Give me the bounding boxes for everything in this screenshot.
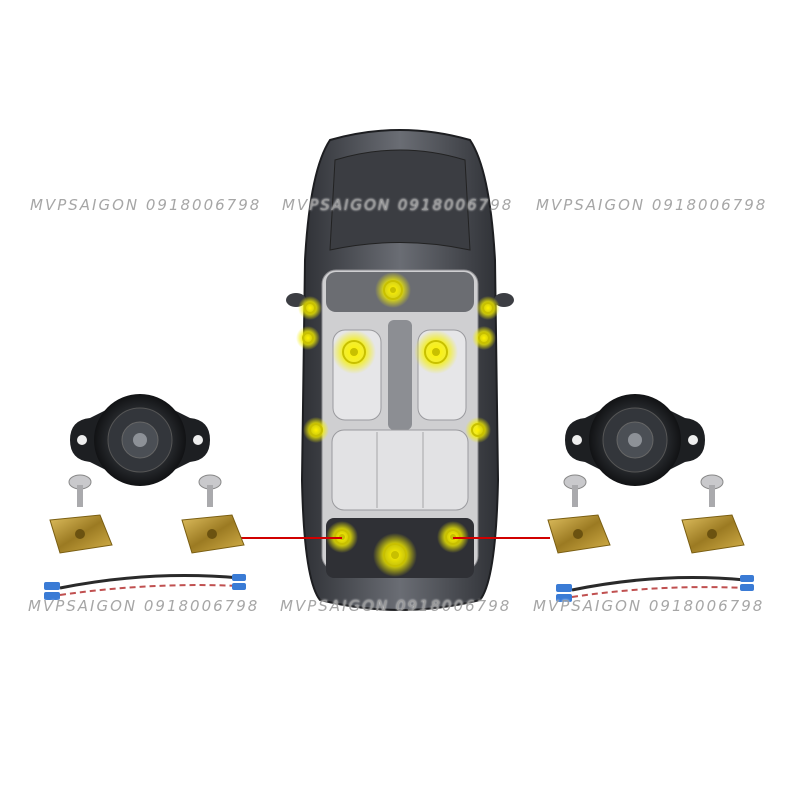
watermark-top-center: MVPSAIGON 0918006798 xyxy=(282,196,514,214)
watermark-bottom-left: MVPSAIGON 0918006798 xyxy=(28,597,260,615)
clip-right-2 xyxy=(681,514,745,554)
wire-harness-left xyxy=(44,574,246,600)
watermark-top-right: MVPSAIGON 0918006798 xyxy=(536,196,768,214)
speaker-locations xyxy=(296,272,500,577)
rear-seat xyxy=(331,429,469,511)
speaker-spot-front-left-top xyxy=(298,296,322,320)
screw-left-2 xyxy=(198,474,222,507)
center-console xyxy=(388,320,412,430)
speaker-spot-seat-right xyxy=(414,330,458,374)
watermark-bottom-right: MVPSAIGON 0918006798 xyxy=(533,597,765,615)
speaker-spot-front-right-top xyxy=(476,296,500,320)
clip-right-1 xyxy=(547,514,611,554)
speaker-spot-rear-left-door xyxy=(303,417,329,443)
speaker-spot-trunk-center xyxy=(373,533,417,577)
screw-right-1 xyxy=(563,474,587,507)
screw-left-1 xyxy=(68,474,92,507)
clip-left-2 xyxy=(181,514,245,554)
speaker-kit-right xyxy=(547,394,754,602)
watermark-top-left: MVPSAIGON 0918006798 xyxy=(30,196,262,214)
car-windshield xyxy=(329,149,471,251)
watermark-bottom-center: MVPSAIGON 0918006798 xyxy=(280,597,512,615)
speaker-spot-dash-center xyxy=(375,272,411,308)
wire-harness-right xyxy=(556,575,754,602)
clip-left-1 xyxy=(49,514,113,554)
tweeter-speaker-right xyxy=(565,394,705,486)
speaker-spot-front-left xyxy=(296,326,320,350)
screw-right-2 xyxy=(700,474,724,507)
speaker-spot-front-right xyxy=(472,326,496,350)
speaker-kit-left xyxy=(44,394,246,600)
tweeter-speaker-left xyxy=(70,394,210,486)
speaker-spot-seat-left xyxy=(332,330,376,374)
speaker-spot-rear-right-door xyxy=(465,417,491,443)
